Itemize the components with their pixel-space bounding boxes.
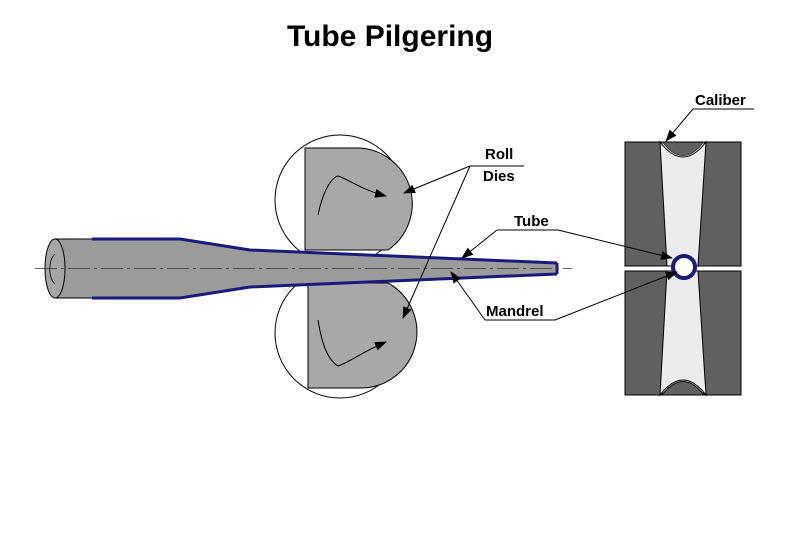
caliber-cross-section: [624, 140, 742, 397]
roll-label: Roll: [485, 146, 513, 163]
dies-label: Dies: [483, 168, 515, 185]
mandrel-label: Mandrel: [486, 303, 544, 320]
lower-roll-die: [274, 267, 418, 399]
tube-outline-bottom: [92, 272, 558, 300]
tube-label: Tube: [514, 213, 549, 230]
mandrel-leader-right: [554, 271, 678, 321]
tube-leader-right: [557, 229, 673, 260]
lower-die-segment: [307, 282, 418, 389]
upper-roll-die: [274, 134, 413, 266]
tube-leader-left: [461, 229, 498, 259]
mandrel-leader-left: [450, 271, 486, 321]
page-title: Tube Pilgering: [287, 20, 493, 53]
roll-dies-leader-upper: [403, 165, 471, 194]
caliber-leader: [665, 108, 694, 142]
caliber-label: Caliber: [695, 92, 746, 109]
tube: [35, 237, 572, 300]
lower-die-rotation-arrow: [317, 319, 387, 367]
caliber-tube-ring: [671, 254, 697, 280]
upper-die-rotation-arrow: [317, 175, 387, 216]
upper-die-segment: [304, 147, 413, 251]
tube-end-bore: [49, 253, 56, 285]
roll-dies-leader-lower: [402, 165, 471, 319]
caliber-groove-shape-bottom: [659, 270, 707, 397]
caliber-groove-shape-top: [659, 140, 707, 267]
tube-outline-top: [92, 237, 558, 265]
